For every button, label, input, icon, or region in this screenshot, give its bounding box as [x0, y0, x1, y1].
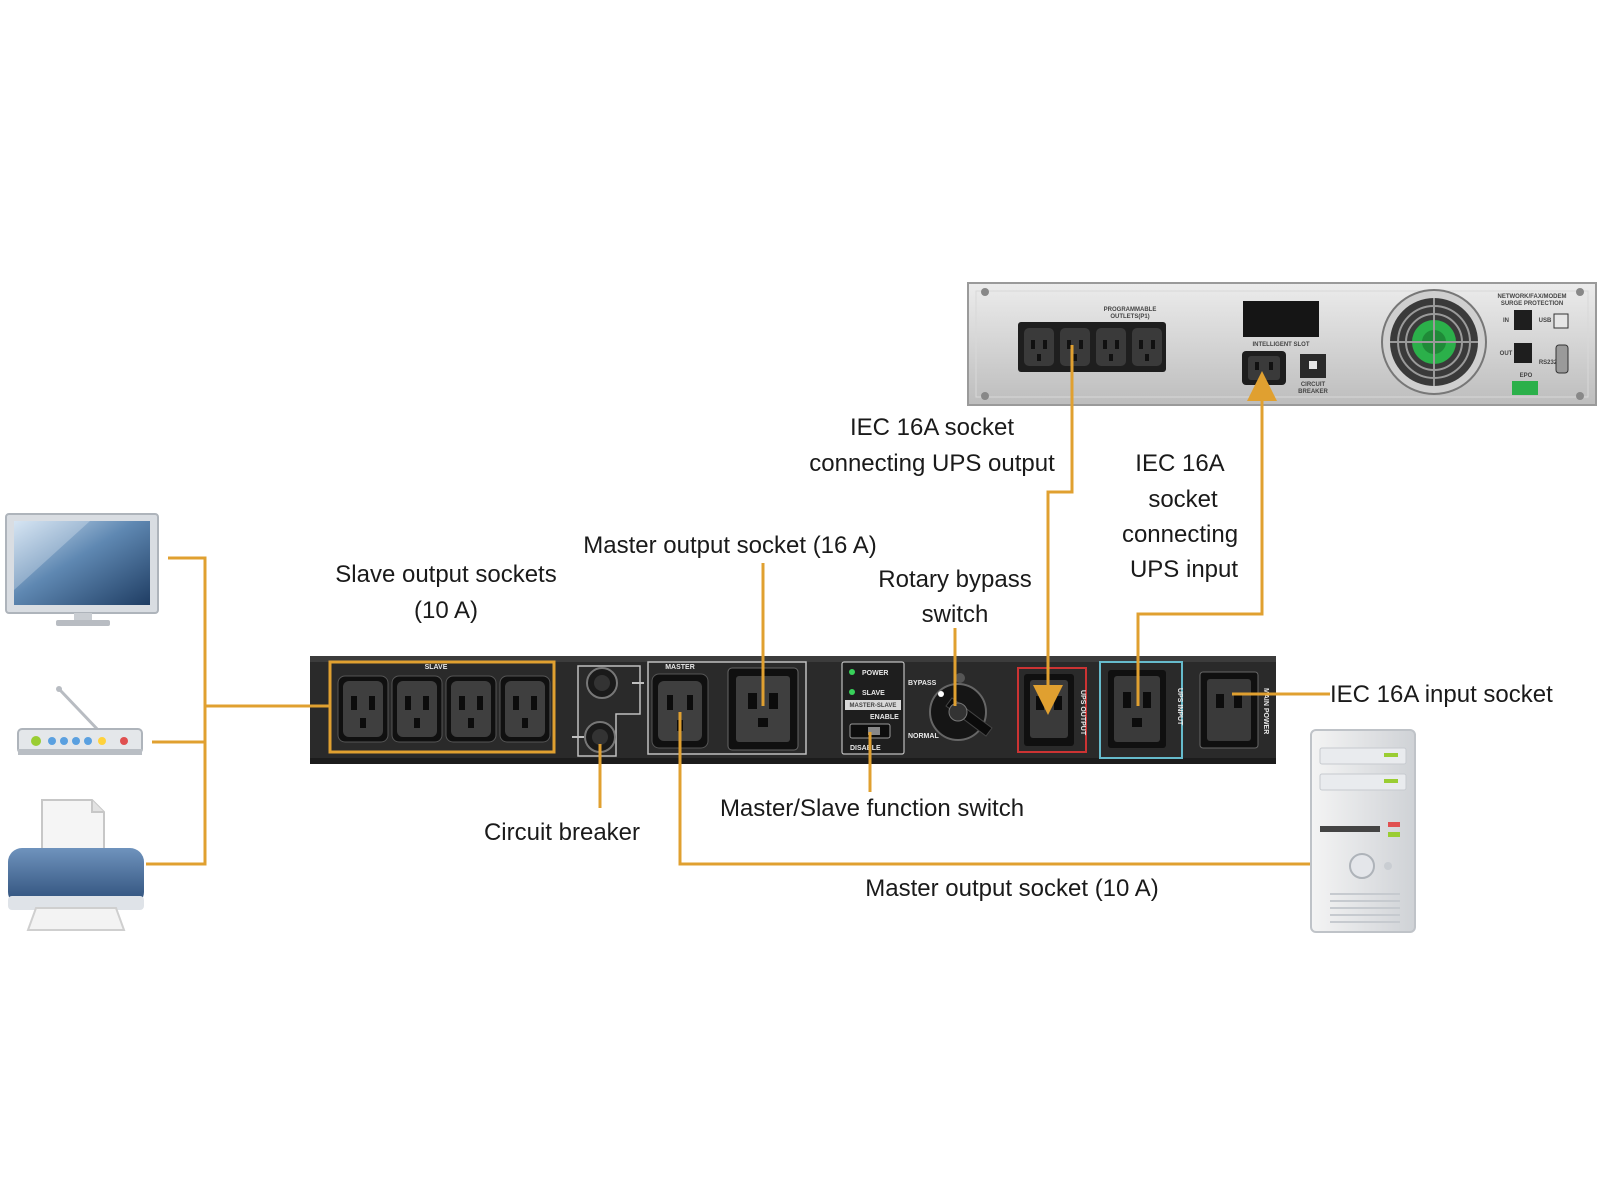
master-output-16a-label: Master output socket (16 A) — [583, 532, 876, 559]
ups-rs232-label: RS232 — [1539, 360, 1558, 366]
ups-rear-panel: PROGRAMMABLE OUTLETS(P1) INTELLIGENT SLO… — [967, 282, 1597, 406]
ups-intelligent-slot — [1243, 301, 1319, 337]
wire-ups-input — [1136, 371, 1277, 706]
ups-epo-label: EPO — [1520, 373, 1533, 379]
slave-led-icon — [849, 689, 855, 695]
iec-ups-input-label-line1: IEC 16A — [1135, 450, 1224, 477]
slave-output-label-line2: (10 A) — [414, 597, 478, 624]
iec-ups-input-label-line4: UPS input — [1130, 556, 1238, 583]
circuit-breaker-label: Circuit breaker — [484, 819, 640, 846]
rotary-bypass-label-line1: Rotary bypass — [878, 566, 1031, 593]
master-slave-label: MASTER-SLAVE — [850, 703, 897, 709]
disable-label: DISABLE — [850, 745, 881, 752]
slave-panel-label: SLAVE — [425, 664, 448, 671]
ups-programmable-label: PROGRAMMABLE — [1104, 307, 1157, 313]
ups-breaker-label: BREAKER — [1298, 389, 1328, 395]
ups-network-in-port — [1514, 310, 1532, 330]
main-power-panel-label: MAIN POWER — [1262, 688, 1269, 734]
router-icon — [17, 686, 143, 755]
wire-ups-output — [1033, 345, 1074, 715]
wire-master-10a-to-pc — [678, 712, 1310, 866]
printer-icon — [8, 799, 144, 931]
ups-outlets-label: OUTLETS(P1) — [1110, 314, 1149, 320]
iec-ups-output-label-line1: IEC 16A socket — [850, 414, 1014, 441]
computer-tower-icon — [1310, 729, 1416, 933]
ups-input-panel-label: UPS INPUT — [1176, 688, 1183, 726]
master-area-frame — [647, 661, 807, 755]
ups-programmable-outlets — [1018, 322, 1166, 372]
ups-surge-label: SURGE PROTECTION — [1501, 301, 1563, 307]
slave-led-label: SLAVE — [862, 690, 885, 697]
master-output-socket-16a — [727, 667, 799, 751]
ups-fan — [1381, 289, 1487, 395]
enable-label: ENABLE — [870, 714, 899, 721]
normal-label: NORMAL — [908, 733, 939, 740]
iec-ups-output-label-line2: connecting UPS output — [809, 450, 1055, 477]
ups-epo-connector — [1512, 381, 1538, 395]
connection-wires — [146, 345, 1330, 866]
ups-intelligent-slot-label: INTELLIGENT SLOT — [1253, 342, 1310, 348]
ups-usb-port — [1553, 313, 1569, 329]
wire-devices-bus — [146, 556, 207, 866]
power-led-label: POWER — [862, 670, 888, 677]
ups-circuit-label: CIRCUIT — [1301, 382, 1326, 388]
rotary-bypass-switch[interactable]: BYPASS NORMAL — [908, 673, 993, 741]
ups-input-socket — [1242, 351, 1286, 385]
iec-ups-input-label-line2: socket — [1148, 486, 1218, 513]
master-panel-label: MASTER — [665, 664, 695, 671]
slave-output-label-line1: Slave output sockets — [335, 561, 556, 588]
iec-ups-input-label-line3: connecting — [1122, 521, 1238, 548]
bypass-label: BYPASS — [908, 680, 937, 687]
power-led-icon — [849, 669, 855, 675]
main-power-iec-inlet: MAIN POWER — [1199, 671, 1269, 749]
ups-network-label: NETWORK/FAX/MODEM — [1498, 294, 1567, 300]
rotary-bypass-label-line2: switch — [922, 601, 989, 628]
ups-usb-label: USB — [1539, 318, 1552, 324]
master-slave-control-block: POWER SLAVE MASTER-SLAVE ENABLE DISABLE — [841, 661, 905, 755]
callout-labels: Slave output sockets (10 A) Master outpu… — [335, 414, 1553, 902]
ups-in-label: IN — [1503, 318, 1509, 324]
slave-output-sockets — [337, 675, 551, 743]
monitor-icon — [5, 513, 159, 626]
master-output-10a-label: Master output socket (10 A) — [865, 875, 1158, 902]
ms-switch-label: Master/Slave function switch — [720, 795, 1024, 822]
ups-rs232-port — [1555, 344, 1569, 374]
ups-input-iec-socket: UPS INPUT — [1099, 661, 1183, 759]
ups-out-label: OUT — [1500, 351, 1513, 357]
ups-output-panel-label: UPS OUTPUT — [1079, 690, 1086, 736]
ups-network-out-port — [1514, 343, 1532, 363]
iec-input-label: IEC 16A input socket — [1330, 681, 1553, 708]
bypass-rack-panel: SLAVE — [310, 656, 1276, 764]
